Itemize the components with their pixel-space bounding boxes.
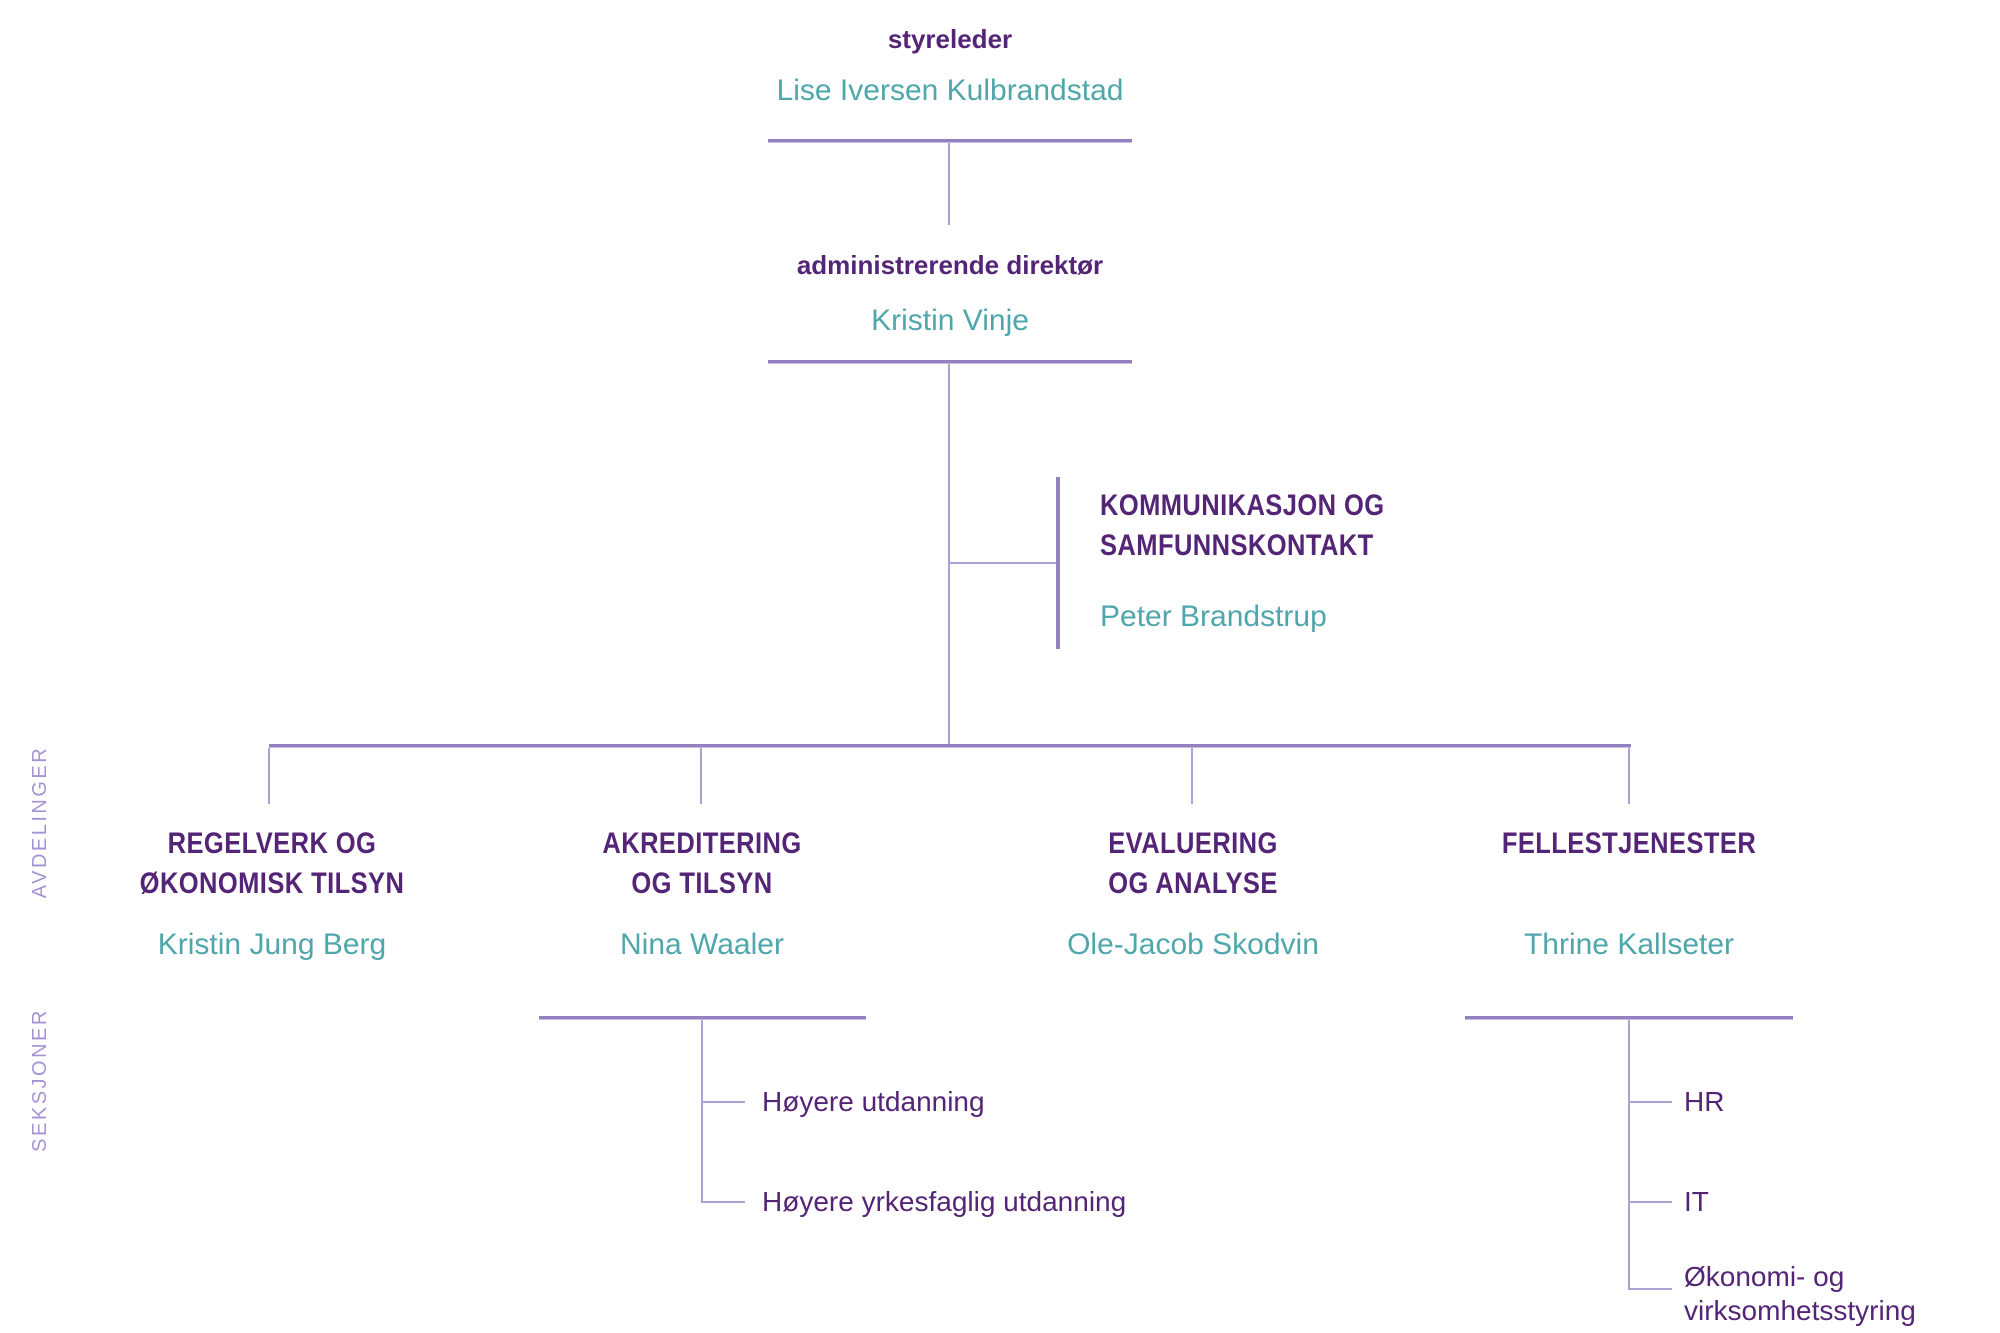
section-tick — [701, 1201, 745, 1203]
section-label-hoyere-yrkesfaglig: Høyere yrkesfaglig utdanning — [762, 1186, 1127, 1217]
section-tick — [701, 1101, 745, 1103]
drop-dept-3 — [1191, 748, 1193, 804]
staff-unit-sideline — [1056, 477, 1060, 649]
dept-title-line2: OG TILSYN — [631, 867, 773, 900]
ceo-name: Kristin Vinje — [871, 304, 1029, 337]
section-tick — [1628, 1201, 1672, 1203]
drop-dept-1 — [268, 748, 270, 804]
connector-to-staff-unit — [950, 562, 1058, 564]
dept-name: Kristin Jung Berg — [157, 928, 387, 961]
section-label-it: IT — [1684, 1186, 1709, 1217]
ceo-underline — [768, 360, 1132, 364]
dept-title: FELLESTJENESTER — [1451, 824, 1808, 864]
dept-title-line1: FELLESTJENESTER — [1501, 827, 1757, 860]
connector-ceo-to-departments — [948, 364, 950, 746]
staff-unit-title: KOMMUNIKASJON OG SAMFUNNSKONTAKT — [1100, 486, 1384, 566]
sections-spine-fellestjenester — [1628, 1020, 1630, 1290]
sections-rail-akreditering — [539, 1016, 866, 1020]
dept-regelverk: REGELVERK OG ØKONOMISK TILSYN Kristin Ju… — [62, 824, 482, 974]
section-tick — [1628, 1101, 1672, 1103]
board-underline — [768, 139, 1132, 143]
drop-dept-2 — [700, 748, 702, 804]
dept-title-line1: AKREDITERING — [602, 827, 802, 860]
sections-rail-fellestjenester — [1465, 1016, 1793, 1020]
dept-title: AKREDITERING OG TILSYN — [524, 824, 881, 904]
dept-akreditering: AKREDITERING OG TILSYN Nina Waaler — [492, 824, 912, 974]
dept-name: Ole-Jacob Skodvin — [1067, 928, 1319, 961]
section-tick — [1628, 1288, 1672, 1290]
dept-title: REGELVERK OG ØKONOMISK TILSYN — [94, 824, 451, 904]
section-label-hr: HR — [1684, 1086, 1725, 1117]
dept-title-line1: REGELVERK OG — [167, 827, 377, 860]
drop-dept-4 — [1628, 748, 1630, 804]
dept-title-line1: EVALUERING — [1108, 827, 1278, 860]
board-name: Lise Iversen Kulbrandstad — [776, 74, 1124, 107]
sections-spine-akreditering — [701, 1020, 703, 1203]
staff-unit-name: Peter Brandstrup — [1100, 600, 1327, 633]
dept-title: EVALUERING OG ANALYSE — [1015, 824, 1372, 904]
staff-unit-title-line2: SAMFUNNSKONTAKT — [1100, 529, 1374, 562]
dept-name: Thrine Kallseter — [1523, 928, 1735, 961]
departments-rail — [269, 744, 1631, 748]
ceo-role-label: administrerende direktør — [796, 250, 1104, 280]
board-role-label: styreleder — [887, 24, 1013, 54]
dept-name: Nina Waaler — [620, 928, 784, 961]
connector-board-to-ceo — [948, 143, 950, 225]
dept-title-line2: OG ANALYSE — [1108, 867, 1278, 900]
dept-title-line2: ØKONOMISK TILSYN — [139, 867, 405, 900]
section-label-okonomi: Økonomi- og virksomhetsstyring — [1684, 1261, 1916, 1326]
staff-unit-title-line1: KOMMUNIKASJON OG — [1100, 489, 1385, 522]
dept-fellestjenester: FELLESTJENESTER Thrine Kallseter — [1419, 824, 1839, 974]
section-label-hoyere-utdanning: Høyere utdanning — [762, 1086, 985, 1117]
side-label-seksjoner: SEKSJONER — [29, 1008, 51, 1152]
dept-evaluering: EVALUERING OG ANALYSE Ole-Jacob Skodvin — [983, 824, 1403, 974]
